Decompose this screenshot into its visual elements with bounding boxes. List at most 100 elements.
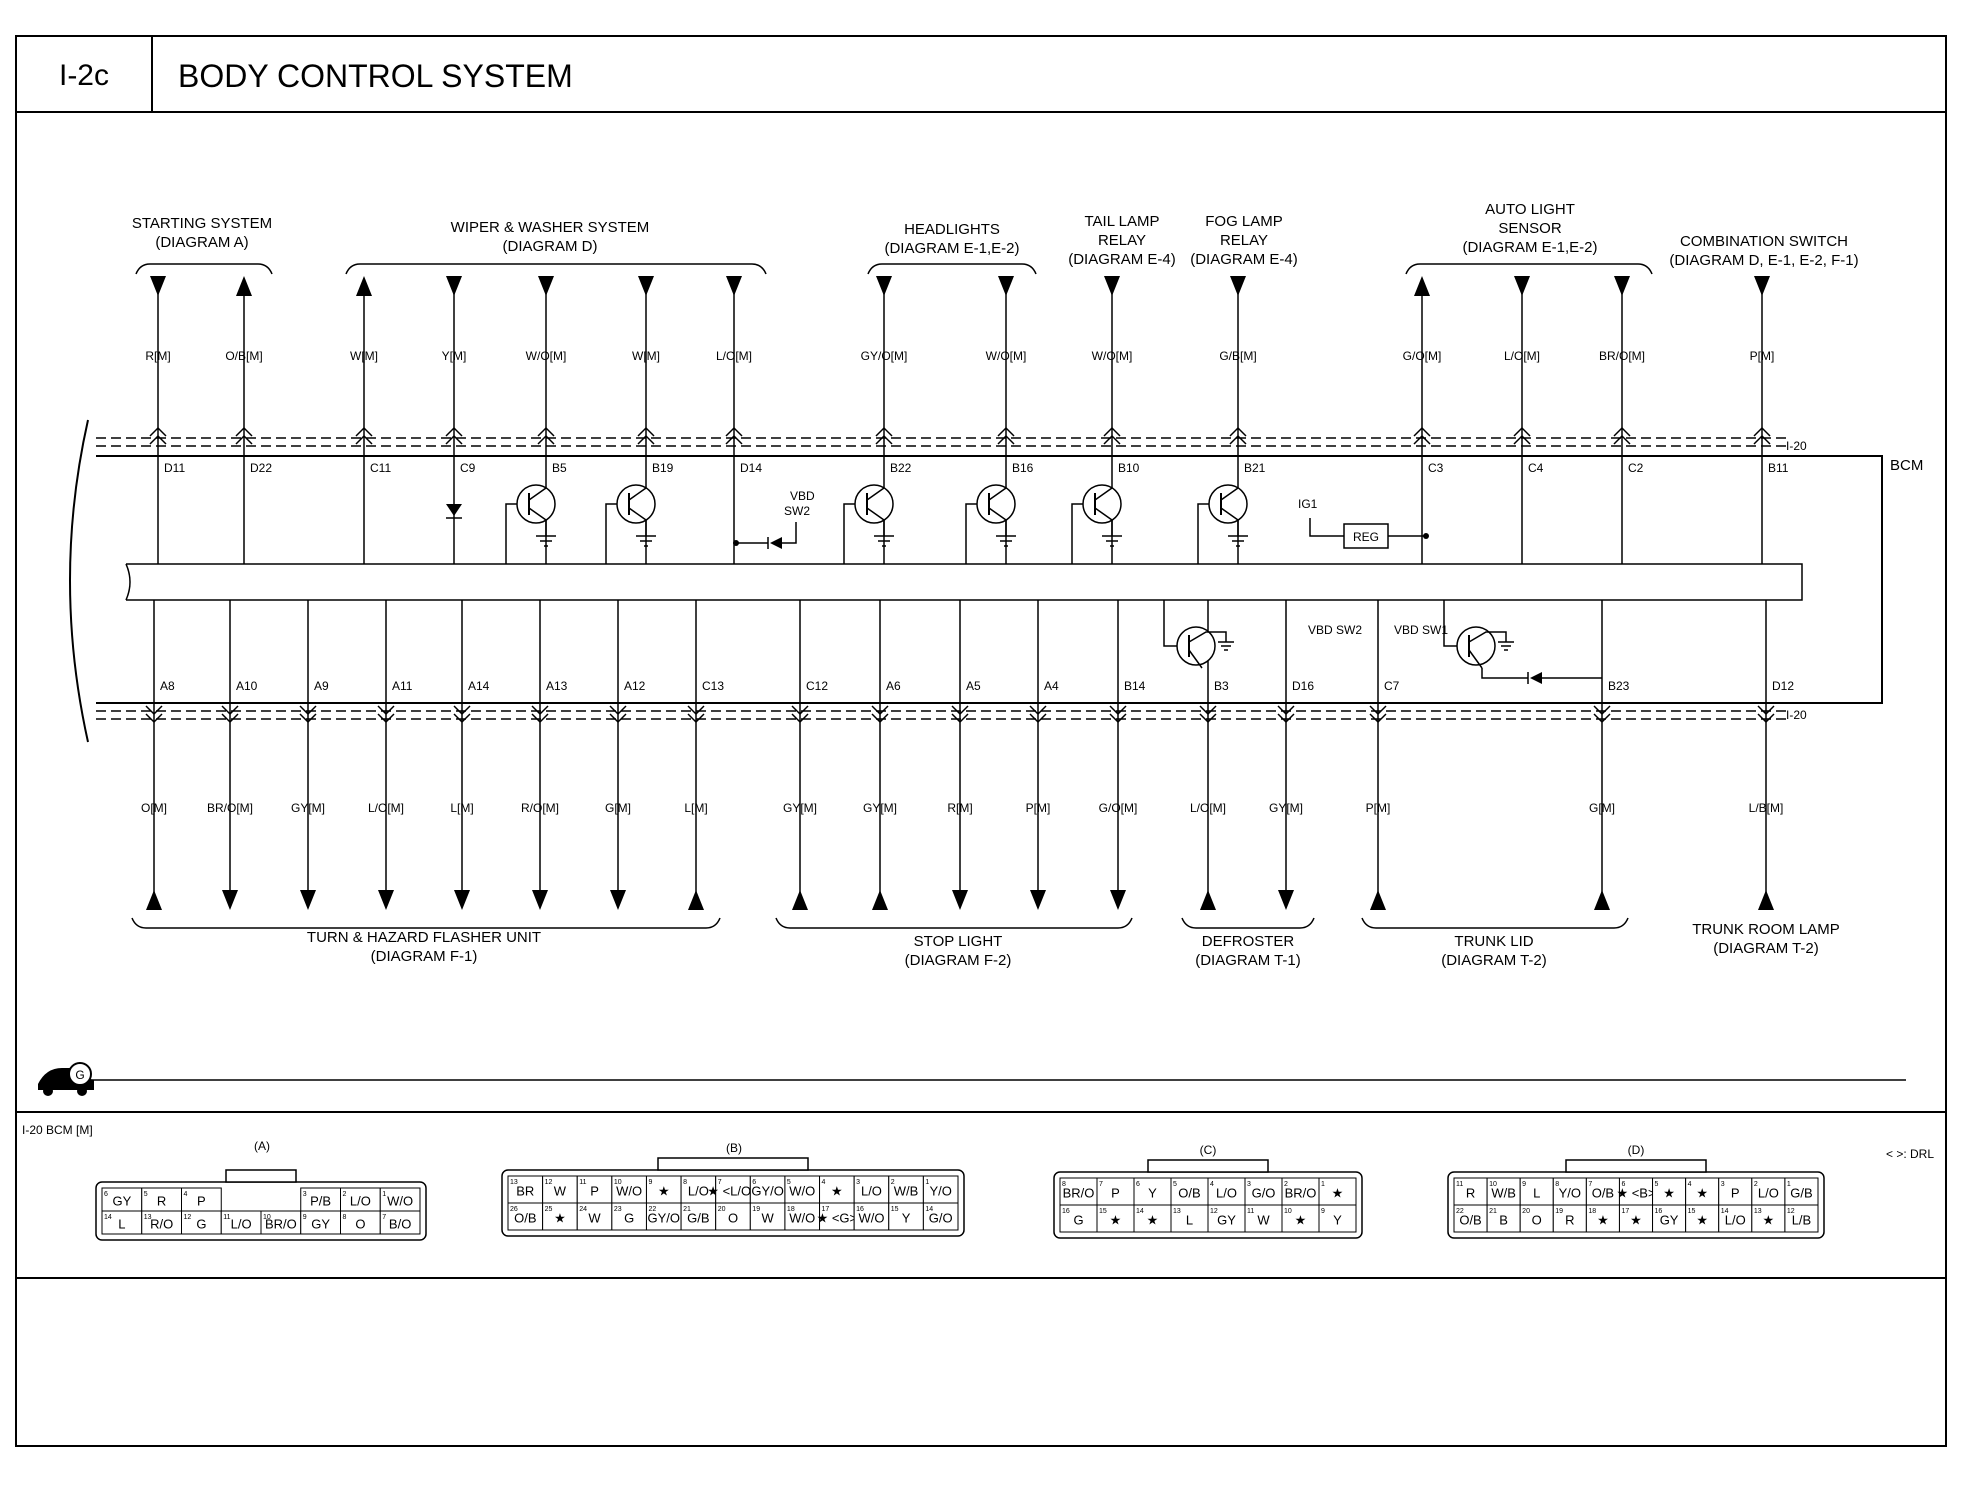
pin-wire-color: GY bbox=[1660, 1213, 1679, 1228]
pin-number: 8 bbox=[343, 1214, 347, 1221]
pin-wire-color: BR/O bbox=[265, 1217, 297, 1232]
connector-cell bbox=[715, 1175, 751, 1204]
pin-wire-color: L/O bbox=[1216, 1186, 1237, 1201]
arrow-down-icon bbox=[1514, 276, 1530, 296]
pin-wire-color: B bbox=[1499, 1213, 1508, 1228]
pin-label: A12 bbox=[624, 679, 646, 693]
bottom-group-label: TRUNK ROOM LAMP bbox=[1692, 921, 1840, 938]
connector-cell bbox=[922, 1202, 959, 1231]
connector-chevron-icon bbox=[609, 705, 627, 724]
regulator-label: REG bbox=[1353, 530, 1379, 544]
bcm-break-mark bbox=[69, 419, 89, 743]
bottom-group-bracket bbox=[1361, 917, 1629, 929]
top-group-label: HEADLIGHTS bbox=[904, 221, 1000, 238]
pin-number: 10 bbox=[614, 1179, 622, 1186]
pin-number: 16 bbox=[1655, 1208, 1663, 1215]
connector-cell bbox=[1552, 1204, 1587, 1233]
bottom-group-bracket bbox=[775, 917, 1133, 929]
bcm-label: BCM bbox=[1890, 457, 1923, 474]
pin-wire-color: Y bbox=[1333, 1213, 1342, 1228]
pin-number: 8 bbox=[1062, 1181, 1066, 1188]
transistor-icon bbox=[843, 484, 894, 564]
wire-color-label: L/B[M] bbox=[1749, 801, 1784, 815]
pin-number: 24 bbox=[579, 1206, 587, 1213]
wire-color-label: P[M] bbox=[1026, 801, 1051, 815]
connector-cell bbox=[645, 1202, 682, 1231]
top-wire: L/O[M]D14 bbox=[716, 276, 762, 564]
bottom-group-label: (DIAGRAM F-1) bbox=[371, 948, 478, 965]
connector-chevron-icon bbox=[445, 426, 463, 445]
pin-number: 16 bbox=[1062, 1208, 1070, 1215]
bottom-wire: G[M]B23 bbox=[1589, 600, 1630, 910]
pin-wire-color: B/O bbox=[389, 1217, 411, 1232]
connector-cell bbox=[645, 1175, 682, 1204]
transistor-icon bbox=[1197, 484, 1248, 564]
pin-wire-color: Y/O bbox=[929, 1184, 951, 1199]
wire-color-label: L[M] bbox=[450, 801, 473, 815]
pin-number: 9 bbox=[1522, 1181, 1526, 1188]
pin-wire-color: L/O bbox=[861, 1184, 882, 1199]
pin-label: B21 bbox=[1244, 461, 1266, 475]
pin-number: 4 bbox=[184, 1191, 188, 1198]
wire-color-label: GY[M] bbox=[783, 801, 817, 815]
pin-label: C7 bbox=[1384, 679, 1400, 693]
pin-number: 20 bbox=[1522, 1208, 1530, 1215]
connector-cell bbox=[853, 1202, 890, 1231]
pin-number: 21 bbox=[1489, 1208, 1497, 1215]
top-wire: P[M]B11 bbox=[1750, 276, 1789, 564]
arrow-up-icon bbox=[1200, 890, 1216, 910]
pin-wire-color: Y bbox=[902, 1211, 911, 1226]
wire-color-label: O/B[M] bbox=[225, 349, 262, 363]
pin-wire-color: G bbox=[624, 1211, 634, 1226]
pin-label: A9 bbox=[314, 679, 329, 693]
pin-wire-color: L/O bbox=[1725, 1213, 1746, 1228]
vbd-sw2-wire bbox=[782, 522, 797, 544]
page-title: BODY CONTROL SYSTEM bbox=[178, 58, 573, 94]
arrow-up-icon bbox=[146, 890, 162, 910]
top-group-label: (DIAGRAM A) bbox=[155, 234, 248, 251]
pin-label: D12 bbox=[1772, 679, 1794, 693]
connector-ref-bottom: I-20 bbox=[1786, 708, 1807, 722]
top-group-label: (DIAGRAM D, E-1, E-2, F-1) bbox=[1669, 252, 1858, 269]
vbd-sw1-label-bottom: VBD SW1 bbox=[1394, 623, 1448, 637]
connector-cell bbox=[1718, 1204, 1753, 1233]
connector-cell bbox=[1519, 1204, 1554, 1233]
pin-label: C13 bbox=[702, 679, 724, 693]
pin-number: 10 bbox=[1489, 1181, 1497, 1188]
connector-cell bbox=[379, 1210, 421, 1235]
ground-icon bbox=[536, 520, 556, 547]
bottom-group-bracket bbox=[1181, 917, 1315, 929]
bottom-group-3: TRUNK LID(DIAGRAM T-2) bbox=[1361, 917, 1629, 969]
top-group-label: WIPER & WASHER SYSTEM bbox=[451, 219, 650, 236]
pin-number: 3 bbox=[303, 1191, 307, 1198]
pin-number: 14 bbox=[1136, 1208, 1144, 1215]
vbd-sw2-top: VBD SW2 bbox=[733, 489, 815, 549]
pin-label: A5 bbox=[966, 679, 981, 693]
pin-number: 8 bbox=[683, 1179, 687, 1186]
pin-number: 15 bbox=[1688, 1208, 1696, 1215]
top-group-label: COMBINATION SWITCH bbox=[1680, 233, 1848, 250]
pin-wire-color: GY bbox=[112, 1194, 131, 1209]
connector-cell bbox=[1784, 1177, 1819, 1206]
connector-cell bbox=[1618, 1204, 1654, 1233]
arrow-down-icon bbox=[1230, 276, 1246, 296]
connector-chevron-icon bbox=[1109, 705, 1127, 724]
arrow-down-icon bbox=[726, 276, 742, 296]
wire-color-label: W/O[M] bbox=[986, 349, 1027, 363]
transistor-icon bbox=[1071, 484, 1122, 564]
pin-number: 18 bbox=[787, 1206, 795, 1213]
bottom-group-label: TURN & HAZARD FLASHER UNIT bbox=[307, 929, 541, 946]
wire-color-label: Y[M] bbox=[442, 349, 467, 363]
car-wheel-icon bbox=[77, 1086, 87, 1096]
pin-label: A11 bbox=[392, 679, 413, 693]
pin-wire-color: R bbox=[1565, 1213, 1574, 1228]
connector-cell bbox=[1318, 1177, 1357, 1206]
connector-cell bbox=[611, 1175, 647, 1204]
pin-wire-color: GY bbox=[311, 1217, 330, 1232]
wire-color-label: L/O[M] bbox=[1190, 801, 1226, 815]
arrow-down-icon bbox=[1104, 276, 1120, 296]
pin-wire-color: W bbox=[588, 1211, 601, 1226]
arrow-up-icon bbox=[792, 890, 808, 910]
arrow-down-icon bbox=[610, 890, 626, 910]
